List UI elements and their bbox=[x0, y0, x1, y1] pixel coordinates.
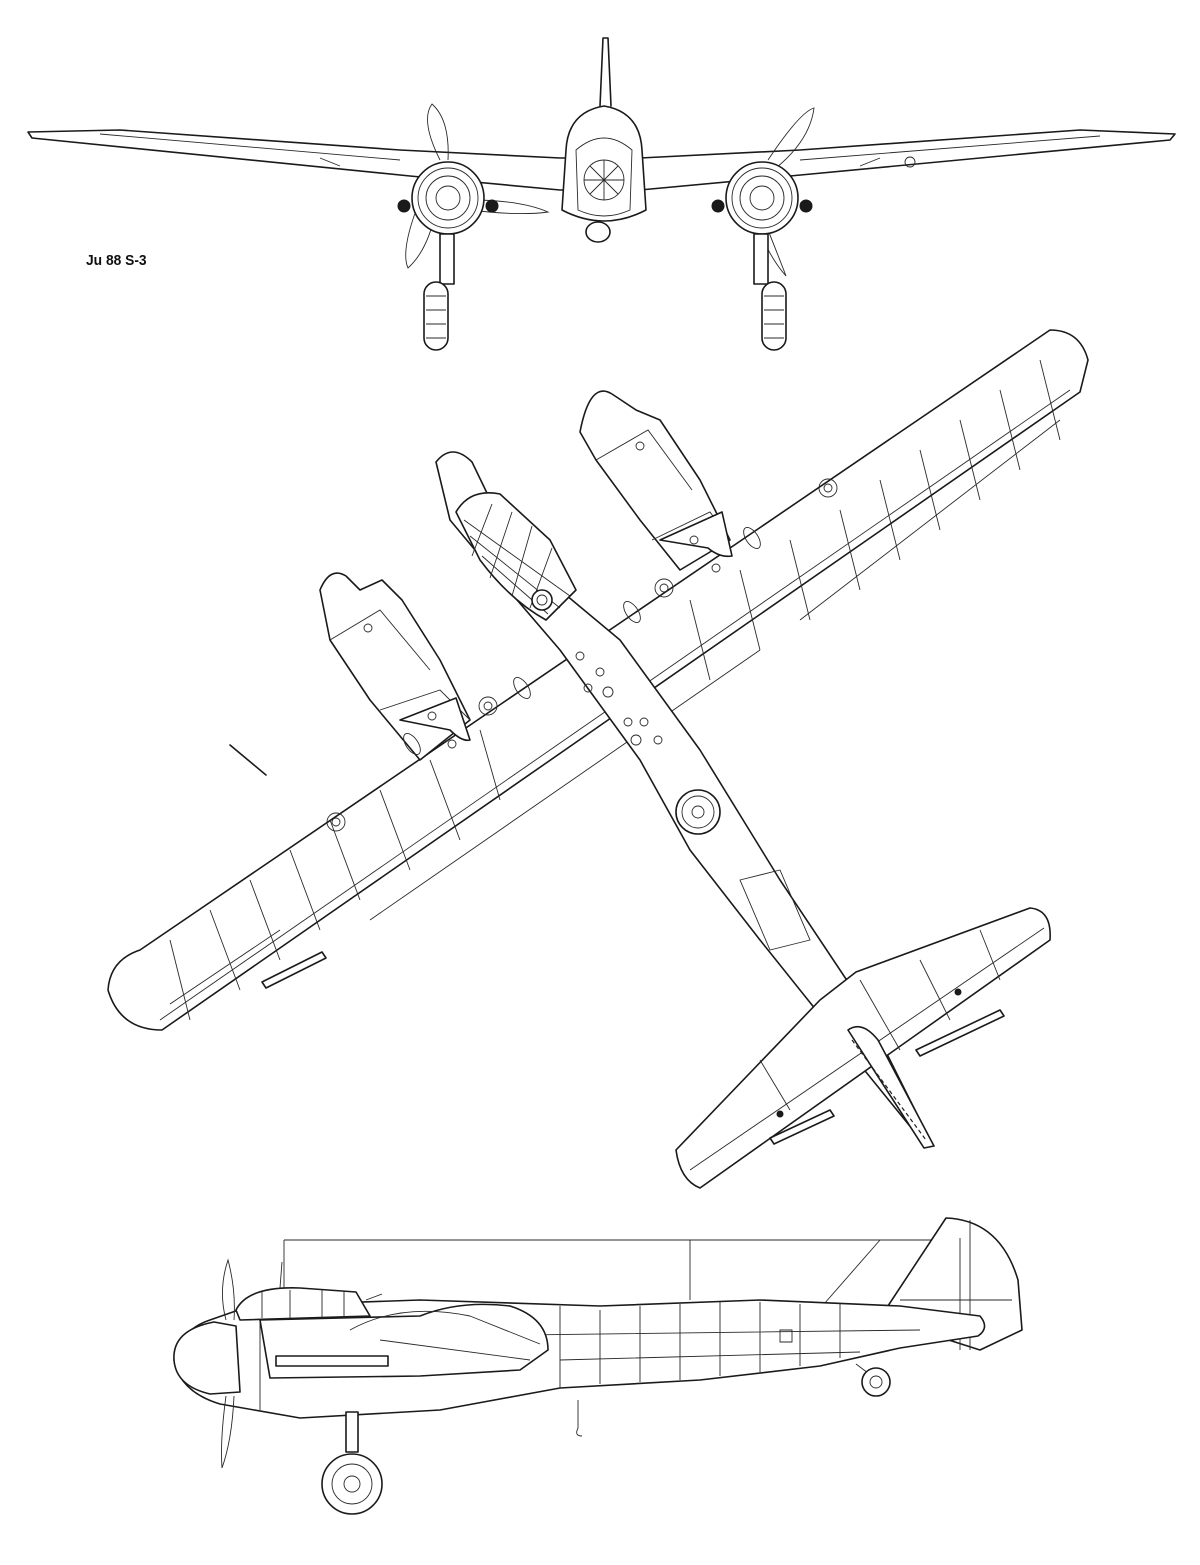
top-view-left-nacelle bbox=[319, 572, 471, 761]
front-view bbox=[27, 37, 1176, 351]
front-view-left-engine bbox=[397, 103, 550, 351]
side-view-tail-wheel bbox=[855, 1363, 891, 1397]
side-view-spinner bbox=[173, 1321, 241, 1395]
top-view bbox=[107, 329, 1089, 1189]
front-view-fin bbox=[599, 37, 612, 107]
side-view bbox=[173, 1217, 1023, 1515]
front-view-right-engine bbox=[711, 107, 815, 351]
side-view-main-gear bbox=[321, 1411, 383, 1515]
top-view-fuselage-details bbox=[575, 651, 811, 951]
side-view-canopy bbox=[235, 1287, 371, 1321]
top-view-fin bbox=[847, 1025, 935, 1149]
model-label: Ju 88 S-3 bbox=[86, 252, 147, 269]
top-view-right-nacelle bbox=[579, 390, 733, 573]
top-view-canopy bbox=[455, 492, 577, 621]
